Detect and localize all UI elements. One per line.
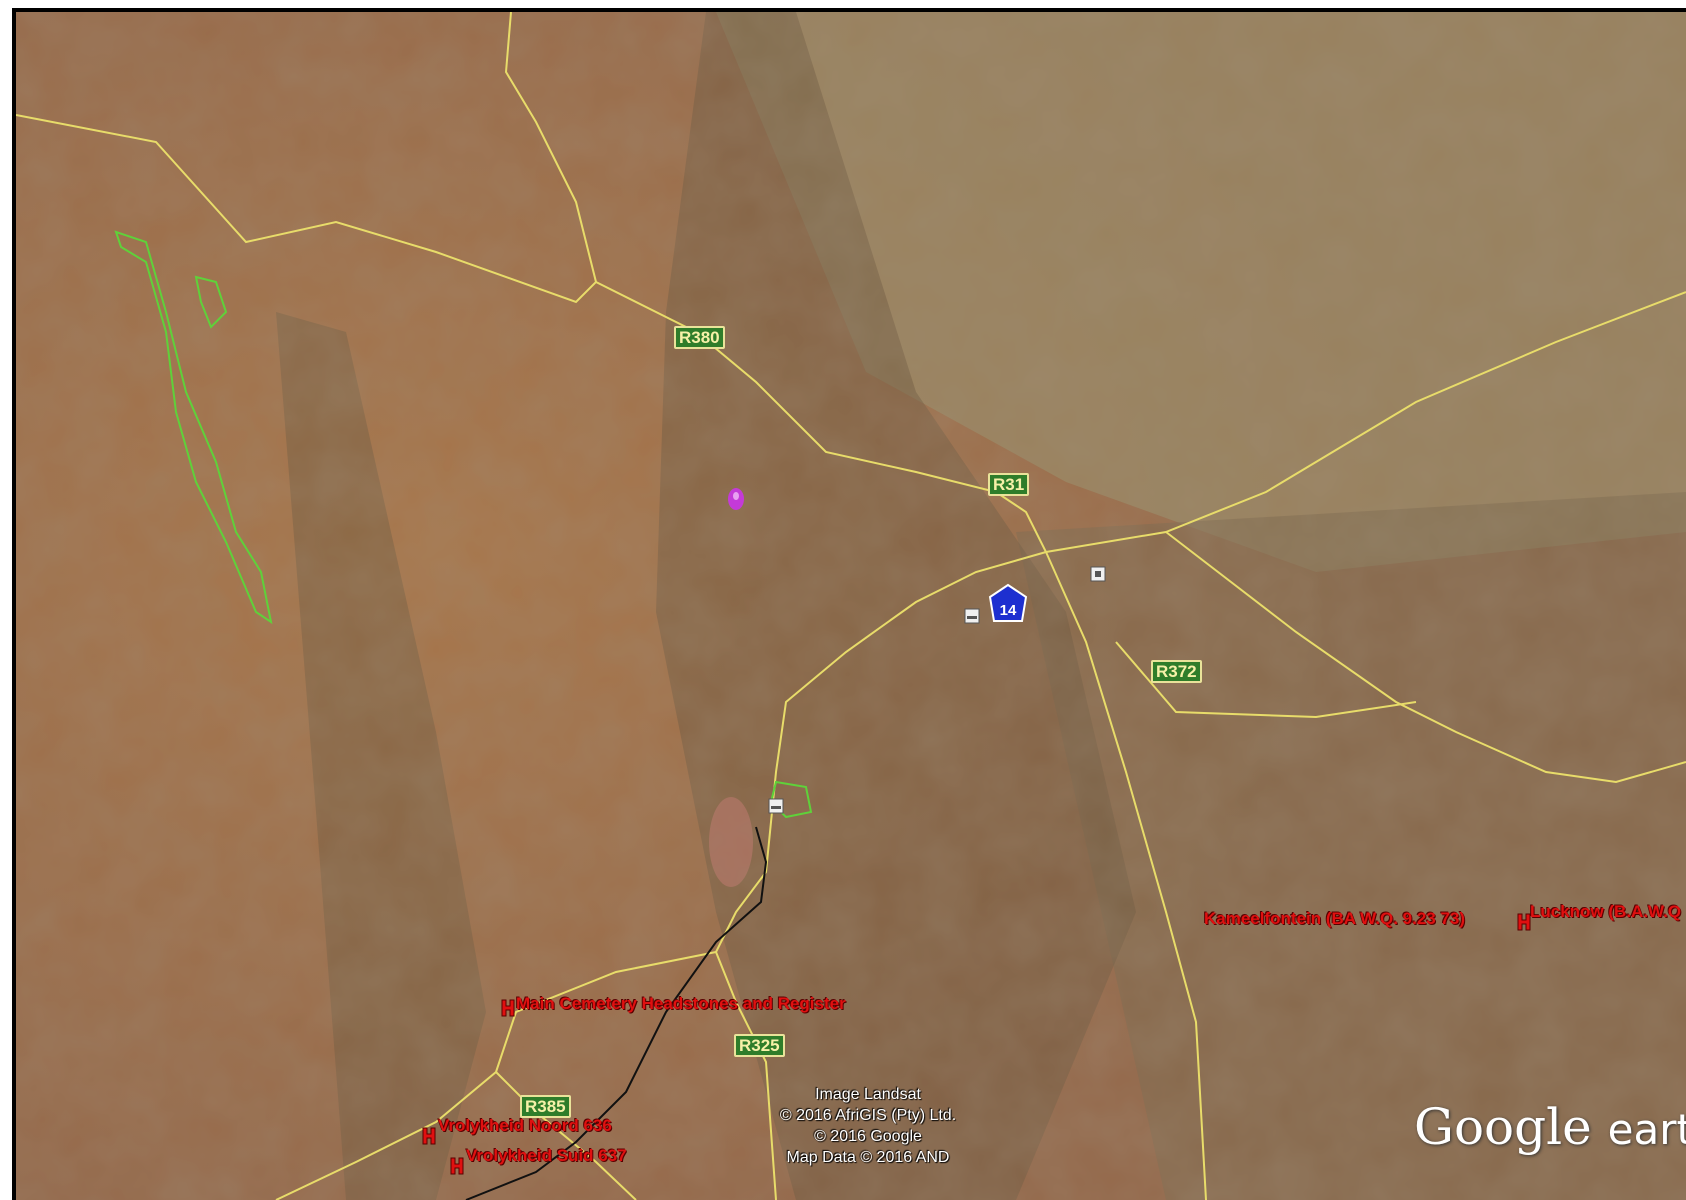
- road-shield-r31[interactable]: R31: [988, 473, 1030, 496]
- road-south: [495, 1071, 637, 1200]
- attribution-line: © 2016 AfriGIS (Pty) Ltd.: [779, 1107, 957, 1124]
- highway-14-label: 14: [1000, 602, 1017, 619]
- road-shield-r385[interactable]: R385: [520, 1095, 571, 1118]
- place-label-lucknow[interactable]: Lucknow (B.A.W.Q: [1530, 902, 1682, 921]
- attribution-line: Map Data © 2016 AND: [786, 1149, 950, 1166]
- road-r372: [1165, 531, 1686, 784]
- map-viewport[interactable]: 14 R380 R31 R372 R325 R385 Main Cemetery…: [12, 8, 1686, 1200]
- bed-icon[interactable]: [964, 606, 980, 626]
- road-ne: [1045, 291, 1686, 553]
- cemetery-marker-icon[interactable]: [421, 1126, 437, 1146]
- attribution-line: © 2016 Google: [814, 1128, 922, 1145]
- purple-pin-icon[interactable]: [728, 488, 744, 510]
- cemetery-marker-icon[interactable]: [500, 998, 516, 1018]
- place-label-kameelfontein[interactable]: Kameelfontein (BA W.Q. 9.23 73): [1204, 909, 1466, 928]
- map-attribution: Image Landsat © 2016 AfriGIS (Pty) Ltd. …: [758, 1084, 978, 1168]
- logo-brand: Google: [1414, 1098, 1592, 1156]
- road-shield-r325[interactable]: R325: [734, 1034, 785, 1057]
- boundary-green: [114, 230, 273, 625]
- road-r372-branch: [1115, 641, 1417, 719]
- track-black: [465, 826, 768, 1200]
- google-earth-logo: Google earth: [1414, 1098, 1686, 1156]
- place-label-main-cemetery[interactable]: Main Cemetery Headstones and Register: [516, 994, 846, 1013]
- cemetery-marker-icon[interactable]: [449, 1156, 465, 1176]
- terrain-noise: [16, 12, 1686, 1200]
- attribution-line: Image Landsat: [815, 1086, 921, 1103]
- cemetery-marker-icon[interactable]: [1516, 912, 1532, 932]
- road-shield-r380[interactable]: R380: [674, 326, 725, 349]
- place-label-vrolykheid-noord[interactable]: Vrolykheid Noord 636: [438, 1116, 612, 1135]
- store-icon[interactable]: [1090, 564, 1106, 584]
- road-r31: [714, 551, 1047, 1200]
- road-shield-r372[interactable]: R372: [1151, 660, 1202, 683]
- logo-product: earth: [1607, 1105, 1686, 1154]
- satellite-map[interactable]: 14: [16, 12, 1686, 1200]
- road-nw: [16, 12, 598, 304]
- bed-icon[interactable]: [768, 796, 784, 816]
- highway-14-icon[interactable]: 14: [988, 583, 1028, 622]
- place-label-vrolykheid-suid[interactable]: Vrolykheid Suid 637: [466, 1146, 627, 1165]
